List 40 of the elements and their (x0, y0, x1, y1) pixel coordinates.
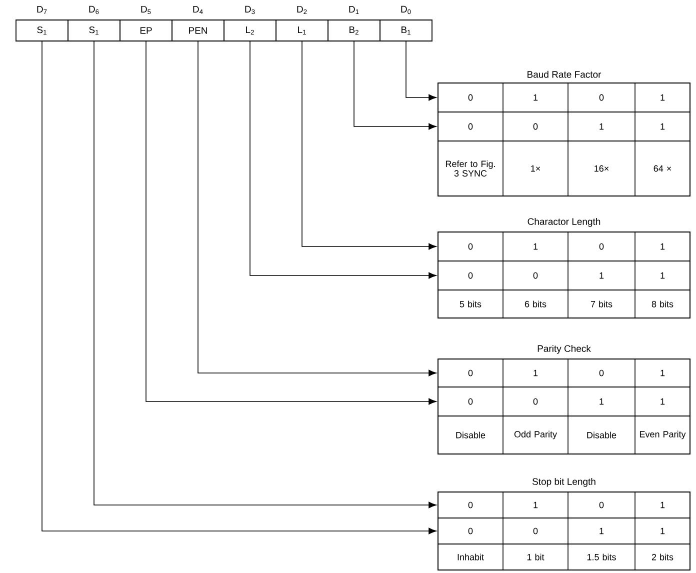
arrow (42, 41, 436, 534)
table-row: 0 1 0 1 (438, 232, 690, 262)
register-cell: L$_{1}$ (276, 20, 328, 42)
arrow (250, 41, 436, 279)
arrow (302, 41, 436, 250)
arrow (406, 41, 436, 101)
node-label: Parity Check (538, 344, 591, 354)
bit-label: D$_{1}$ (349, 6, 359, 14)
table-row: 0 1 0 1 (438, 358, 690, 388)
table-row: 5 bits 6 bits 7 bits 8 bits (438, 290, 690, 318)
bit-label: D$_{4}$ (193, 6, 203, 14)
node-label: Charactor Length (528, 218, 600, 227)
register-cell: B$_{1}$ (380, 20, 432, 42)
table-row: 0 0 1 1 (438, 386, 690, 416)
bit-label: D$_{5}$ (141, 6, 151, 14)
register-cell: S$_{1}$ (16, 20, 68, 42)
table-row: 0 0 1 1 (438, 260, 690, 290)
table-row: 0 0 1 1 (438, 518, 690, 544)
register-cell: S$_{1}$ (68, 20, 120, 42)
bit-label: D$_{0}$ (401, 6, 411, 14)
node-label: Baud Rate Factor (528, 70, 602, 78)
register-cell: EP (120, 20, 172, 42)
table-row: Disable Odd Parity Disable Even Parity (438, 416, 690, 454)
arrow (198, 41, 436, 376)
register-cell: B$_{2}$ (328, 20, 380, 42)
table-row: Inhabit 1 bit 1.5 bits 2 bits (438, 544, 690, 570)
register-cell: L$_{2}$ (224, 20, 276, 42)
bit-label: D$_{7}$ (37, 6, 47, 14)
node-label: Stop bit Length (532, 478, 596, 487)
table-row: 0 1 0 1 (438, 82, 690, 112)
bit-label: D$_{2}$ (297, 6, 307, 14)
arrow (354, 41, 436, 130)
bit-label: D$_{3}$ (245, 6, 255, 14)
table-row: 0 1 0 1 (438, 492, 690, 518)
register-cell: PEN (172, 20, 224, 42)
arrow (94, 41, 436, 508)
table-row: Refer to Fig. 3 SYNC 1× 16× 64 × (438, 140, 690, 196)
arrow (146, 41, 436, 405)
table-row: 0 0 1 1 (438, 112, 690, 142)
bit-label: D$_{6}$ (89, 6, 99, 14)
